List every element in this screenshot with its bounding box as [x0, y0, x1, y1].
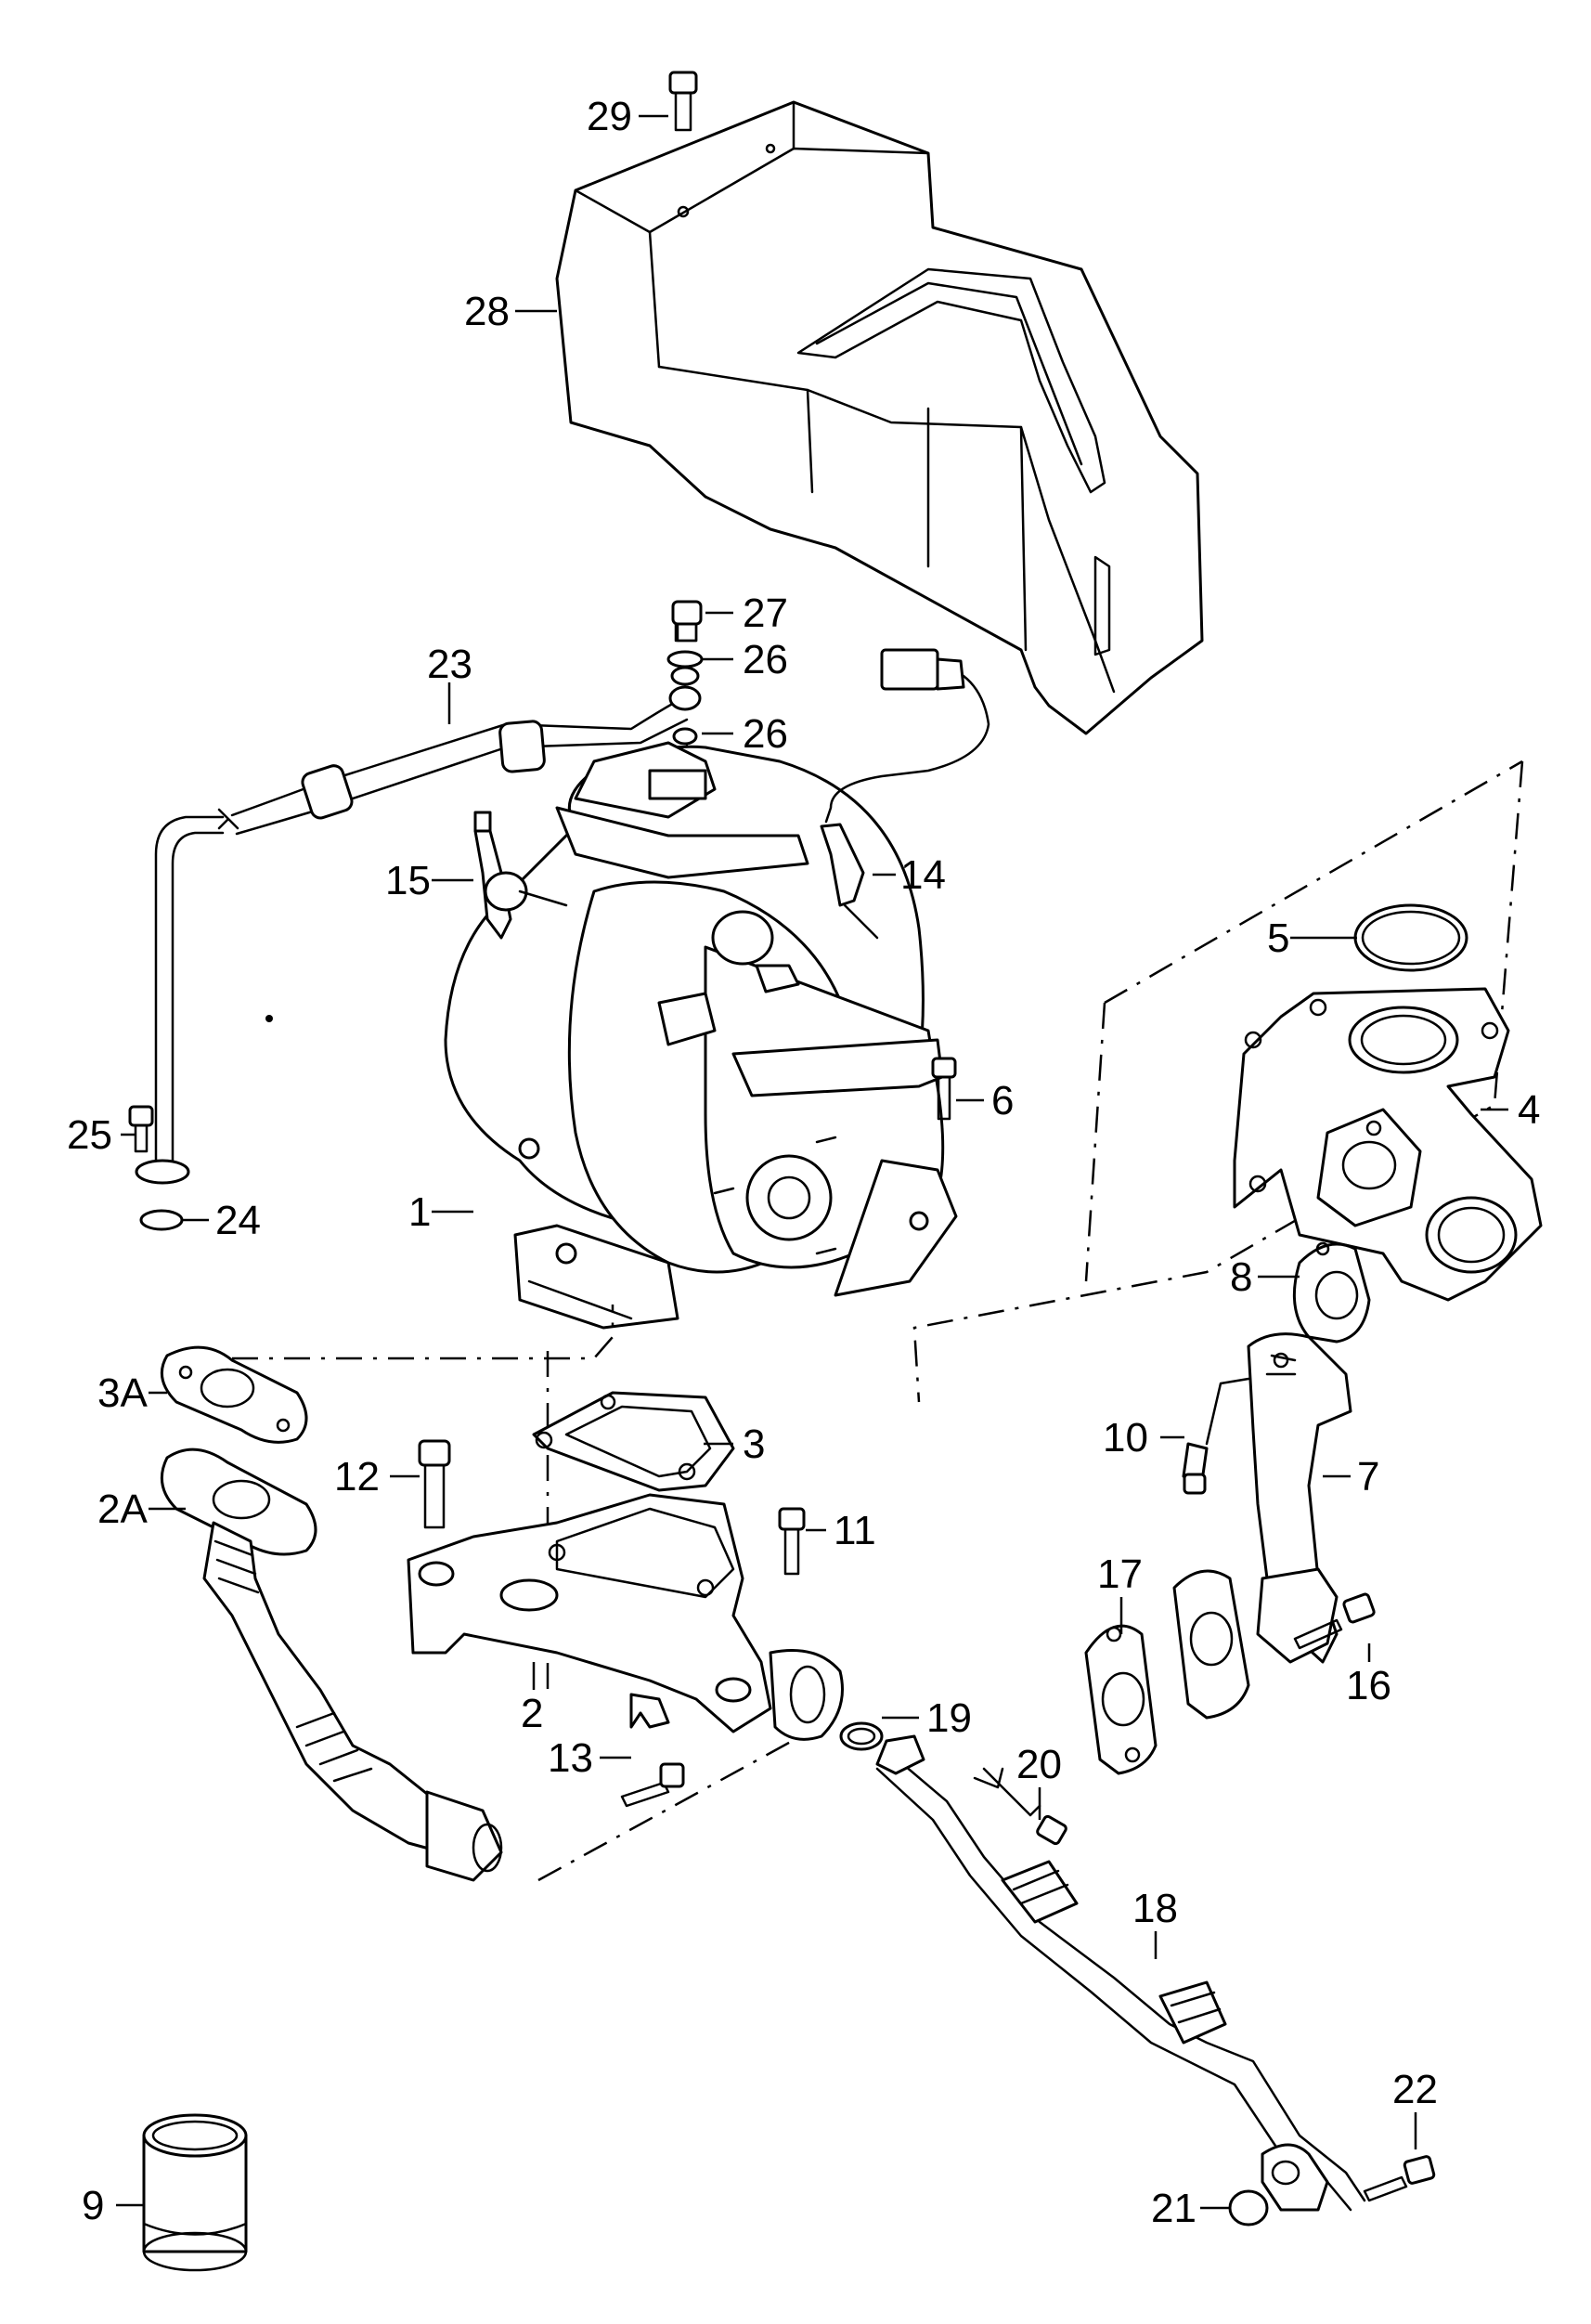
label-4: 4 [1518, 1087, 1540, 1133]
assembly-line-oil-return [537, 1720, 827, 1882]
washer-26-upper [666, 650, 704, 669]
gasket-17 [1084, 1624, 1158, 1775]
label-15: 15 [385, 858, 431, 903]
exhaust-pipe-7 [1247, 1332, 1352, 1664]
label-10: 10 [1103, 1415, 1148, 1461]
label-7: 7 [1357, 1454, 1379, 1500]
seal-ring-5 [1353, 903, 1468, 972]
flange-7 [1172, 1569, 1250, 1720]
label-8: 8 [1230, 1254, 1252, 1300]
label-19: 19 [926, 1695, 972, 1741]
label-12: 12 [334, 1454, 380, 1500]
bolt-11 [778, 1507, 806, 1576]
label-14: 14 [900, 852, 946, 898]
label-25: 25 [67, 1112, 112, 1158]
bolt-13 [620, 1693, 685, 1808]
label-17: 17 [1097, 1551, 1143, 1597]
label-21: 21 [1151, 2186, 1196, 2231]
assembly-line-exhaust [912, 760, 1524, 1403]
label-3: 3 [743, 1422, 765, 1467]
bolt-10 [1182, 1377, 1250, 1495]
heat-shield [555, 100, 1204, 735]
oil-feed-pipe [135, 613, 702, 1185]
seal-ring-21 [1228, 2189, 1269, 2227]
bracket-2 [407, 1493, 844, 1741]
assembly-line-manifold [1104, 760, 1523, 1005]
label-26-upper: 26 [743, 637, 788, 682]
label-9: 9 [82, 2183, 104, 2228]
bolt-16 [1293, 1592, 1376, 1650]
label-6: 6 [991, 1078, 1014, 1123]
label-1: 1 [408, 1189, 431, 1235]
label-23: 23 [427, 642, 472, 687]
label-2A: 2A [97, 1487, 148, 1532]
bolt-6 [931, 1057, 957, 1121]
seal-ring-19 [839, 1721, 884, 1751]
label-3A: 3A [97, 1370, 148, 1416]
label-26-lower: 26 [743, 711, 788, 757]
sleeve-9 [142, 2113, 248, 2272]
label-2: 2 [521, 1691, 543, 1736]
sensor-14 [820, 648, 990, 940]
label-29: 29 [587, 94, 632, 139]
oil-return-pipe-2A [160, 1448, 503, 1882]
bolt-29 [668, 71, 698, 218]
label-27: 27 [743, 591, 788, 636]
gasket-8 [1292, 1241, 1371, 1344]
part-labels: 29 28 23 27 26 26 15 14 5 6 4 25 24 1 8 … [67, 94, 1540, 2231]
bolt-12 [418, 1439, 451, 1529]
washer-24 [139, 1209, 184, 1231]
turbocharger [444, 741, 958, 1330]
actuator-15 [473, 811, 568, 940]
label-24: 24 [215, 1198, 261, 1243]
stray-dot [265, 1015, 273, 1022]
label-13: 13 [548, 1735, 593, 1781]
exhaust-elbow-4 [1233, 987, 1543, 1302]
banjo-bolt-27 [671, 600, 703, 643]
gasket-3A [160, 1345, 308, 1444]
label-5: 5 [1267, 915, 1289, 961]
label-16: 16 [1346, 1663, 1391, 1708]
gasket-3 [532, 1391, 735, 1492]
label-28: 28 [464, 289, 510, 334]
bolt-20 [973, 1767, 1067, 1846]
label-20: 20 [1016, 1742, 1062, 1787]
label-22: 22 [1392, 2067, 1438, 2112]
label-18: 18 [1132, 1886, 1178, 1931]
assembly-line-flange [1084, 1002, 1106, 1282]
assembly-line-gasket [232, 1305, 614, 1360]
bolt-25 [128, 1105, 154, 1153]
bolt-22 [1363, 2155, 1436, 2202]
coolant-pipe-18 [875, 1734, 1366, 2212]
label-11: 11 [834, 1508, 876, 1553]
leader-lines [116, 114, 1508, 2210]
